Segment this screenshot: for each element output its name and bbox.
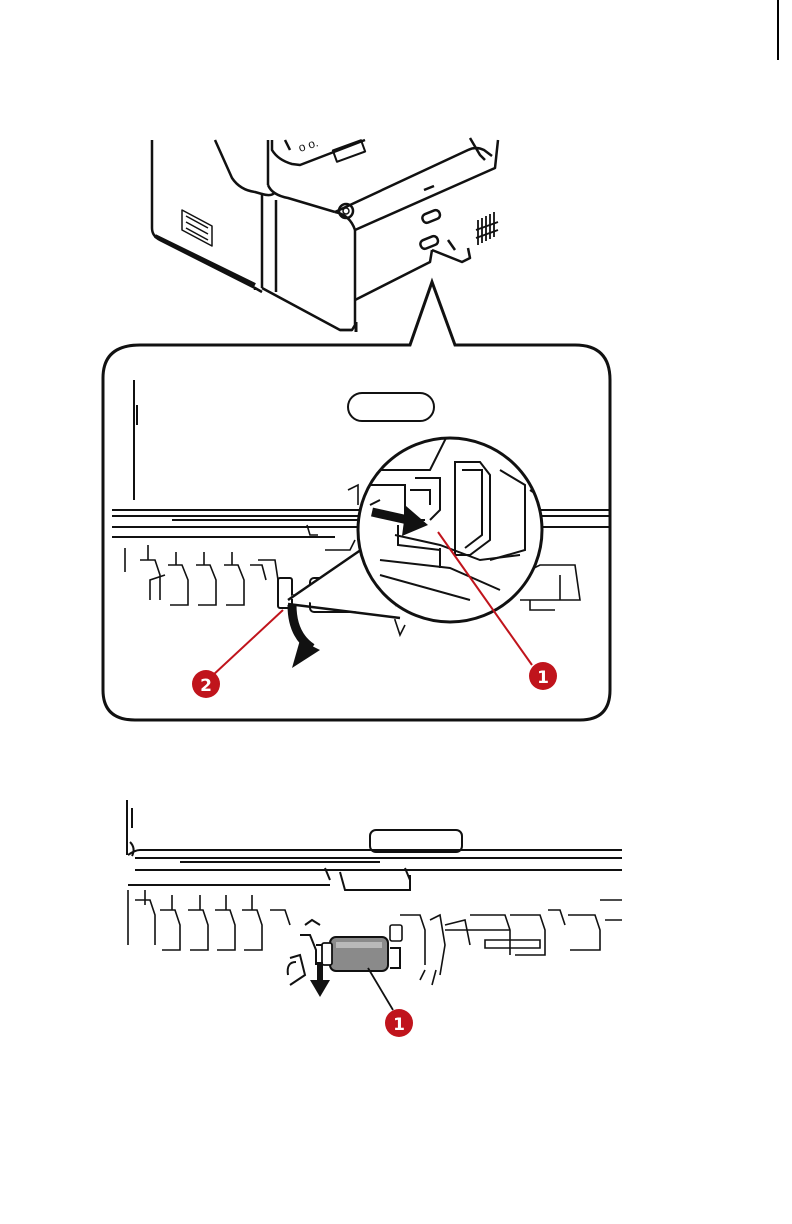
callout-badge-1-fig2: 1 — [385, 1009, 413, 1037]
pickup-roller — [322, 937, 388, 971]
leader-line-fig2 — [368, 968, 393, 1010]
svg-text:2: 2 — [200, 676, 212, 696]
svg-text:1: 1 — [537, 668, 549, 688]
callout-badge-1-fig1: 1 — [529, 662, 557, 690]
callout-badge-2-fig1: 2 — [192, 670, 220, 698]
svg-text:1: 1 — [393, 1015, 405, 1035]
printer-overview: o o. — [152, 135, 498, 332]
svg-text:o o.: o o. — [297, 135, 320, 154]
down-arrow — [310, 962, 330, 997]
